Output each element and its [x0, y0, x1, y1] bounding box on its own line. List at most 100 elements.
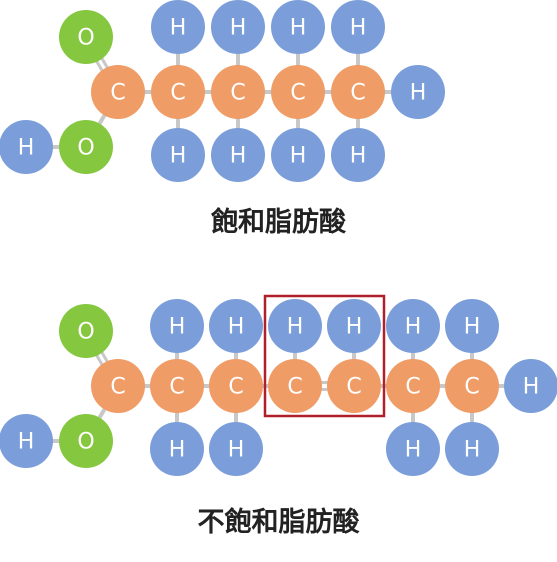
saturated-hydrogen-top-4-circle [331, 0, 385, 54]
unsaturated-hydrogen-hydroxyl-circle [0, 414, 53, 468]
unsaturated-oxygen-hydroxyl-label: O [77, 430, 94, 455]
unsaturated-hydrogen-hydroxyl-label: H [18, 430, 35, 455]
unsaturated-hydrogen-top-5: H [386, 299, 440, 353]
unsaturated-hydrogen-top-2-circle [209, 299, 263, 353]
unsaturated-hydrogen-top-4: H [327, 299, 381, 353]
unsaturated-carbon-1-label: C [110, 375, 125, 400]
unsaturated-carbon-3-label: C [228, 375, 243, 400]
saturated-hydrogen-bottom-3-circle [271, 128, 325, 182]
saturated-hydrogen-bottom-1-label: H [170, 144, 187, 169]
unsaturated-carbon-2-label: C [169, 375, 184, 400]
unsaturated-hydrogen-bottom-6-circle [445, 422, 499, 476]
unsaturated-hydrogen-bottom-5: H [386, 422, 440, 476]
unsaturated-carbon-1: C [91, 359, 145, 413]
unsaturated-hydrogen-bottom-1-circle [150, 422, 204, 476]
saturated-hydrogen-bottom-4-label: H [350, 144, 367, 169]
saturated-hydrogen-hydroxyl-circle [0, 120, 53, 174]
saturated-carbon-2-circle [151, 65, 205, 119]
unsaturated-hydrogen-top-4-circle [327, 299, 381, 353]
saturated-hydrogen-terminal-circle [391, 65, 445, 119]
unsaturated-hydrogen-bottom-1-label: H [169, 438, 186, 463]
saturated-oxygen-carbonyl: O [59, 10, 113, 64]
unsaturated-carbon-5: C [327, 359, 381, 413]
saturated-carbon-4-circle [271, 65, 325, 119]
unsaturated-carbon-1-circle [91, 359, 145, 413]
saturated-carbon-2: C [151, 65, 205, 119]
unsaturated-hydrogen-top-2-label: H [228, 315, 245, 340]
saturated-hydrogen-top-1-circle [151, 0, 205, 54]
unsaturated-hydrogen-top-3-circle [268, 299, 322, 353]
saturated-hydrogen-top-2-circle [211, 0, 265, 54]
saturated-carbon-1-label: C [110, 81, 125, 106]
saturated-carbon-1: C [91, 65, 145, 119]
saturated-hydrogen-bottom-3-label: H [290, 144, 307, 169]
unsaturated-carbon-4-circle [268, 359, 322, 413]
saturated-hydrogen-top-4-label: H [350, 16, 367, 41]
saturated-hydrogen-terminal-label: H [410, 81, 427, 106]
unsaturated-hydrogen-terminal: H [504, 359, 557, 413]
unsaturated-hydrogen-bottom-5-label: H [405, 438, 422, 463]
unsaturated-hydrogen-bottom-6: H [445, 422, 499, 476]
saturated-hydrogen-bottom-1-circle [151, 128, 205, 182]
unsaturated-carbon-4: C [268, 359, 322, 413]
unsaturated-hydrogen-top-6: H [445, 299, 499, 353]
unsaturated-hydrogen-top-5-label: H [405, 315, 422, 340]
saturated-carbon-5-circle [331, 65, 385, 119]
unsaturated-hydrogen-top-3: H [268, 299, 322, 353]
saturated-oxygen-hydroxyl-circle [59, 120, 113, 174]
unsaturated-carbon-5-circle [327, 359, 381, 413]
unsaturated-carbon-2-circle [150, 359, 204, 413]
saturated-hydrogen-top-2-label: H [230, 16, 247, 41]
unsaturated-carbon-6: C [386, 359, 440, 413]
saturated-oxygen-carbonyl-label: O [77, 26, 94, 51]
unsaturated-hydrogen-bottom-2-label: H [228, 438, 245, 463]
unsaturated-carbon-3-circle [209, 359, 263, 413]
unsaturated-carbon-4-label: C [287, 375, 302, 400]
saturated-hydrogen-hydroxyl-label: H [18, 136, 35, 161]
unsaturated-hydrogen-bottom-2: H [209, 422, 263, 476]
unsaturated-oxygen-hydroxyl: O [59, 414, 113, 468]
unsaturated-hydrogen-hydroxyl: H [0, 414, 53, 468]
saturated-carbon-5-label: C [350, 81, 365, 106]
unsaturated-carbon-7-circle [445, 359, 499, 413]
saturated-carbon-3-label: C [230, 81, 245, 106]
saturated-carbon-4-label: C [290, 81, 305, 106]
unsaturated-oxygen-hydroxyl-circle [59, 414, 113, 468]
saturated-oxygen-hydroxyl: O [59, 120, 113, 174]
unsaturated-caption: 不飽和脂肪酸 [197, 507, 360, 538]
saturated-hydrogen-bottom-1: H [151, 128, 205, 182]
saturated-carbon-3: C [211, 65, 265, 119]
saturated-hydrogen-hydroxyl: H [0, 120, 53, 174]
unsaturated-oxygen-carbonyl: O [59, 304, 113, 358]
saturated-carbon-4: C [271, 65, 325, 119]
unsaturated-carbon-7: C [445, 359, 499, 413]
saturated-carbon-2-label: C [170, 81, 185, 106]
unsaturated-carbon-3: C [209, 359, 263, 413]
saturated-hydrogen-top-2: H [211, 0, 265, 54]
saturated-hydrogen-bottom-2: H [211, 128, 265, 182]
unsaturated-hydrogen-bottom-2-circle [209, 422, 263, 476]
unsaturated-carbon-6-circle [386, 359, 440, 413]
unsaturated-carbon-2: C [150, 359, 204, 413]
unsaturated-carbon-6-label: C [405, 375, 420, 400]
saturated-oxygen-carbonyl-circle [59, 10, 113, 64]
saturated-hydrogen-top-3-label: H [290, 16, 307, 41]
saturated-hydrogen-bottom-2-circle [211, 128, 265, 182]
unsaturated-hydrogen-top-6-label: H [464, 315, 481, 340]
unsaturated-carbon-7-label: C [464, 375, 479, 400]
saturated-hydrogen-top-3: H [271, 0, 325, 54]
unsaturated-hydrogen-terminal-label: H [523, 375, 540, 400]
unsaturated-hydrogen-top-4-label: H [346, 315, 363, 340]
saturated-carbon-1-circle [91, 65, 145, 119]
unsaturated-hydrogen-top-3-label: H [287, 315, 304, 340]
unsaturated-hydrogen-top-6-circle [445, 299, 499, 353]
saturated-hydrogen-top-3-circle [271, 0, 325, 54]
saturated-hydrogen-bottom-2-label: H [230, 144, 247, 169]
saturated-hydrogen-bottom-4-circle [331, 128, 385, 182]
saturated-carbon-5: C [331, 65, 385, 119]
saturated-hydrogen-bottom-4: H [331, 128, 385, 182]
unsaturated-hydrogen-top-5-circle [386, 299, 440, 353]
unsaturated-oxygen-carbonyl-label: O [77, 320, 94, 345]
